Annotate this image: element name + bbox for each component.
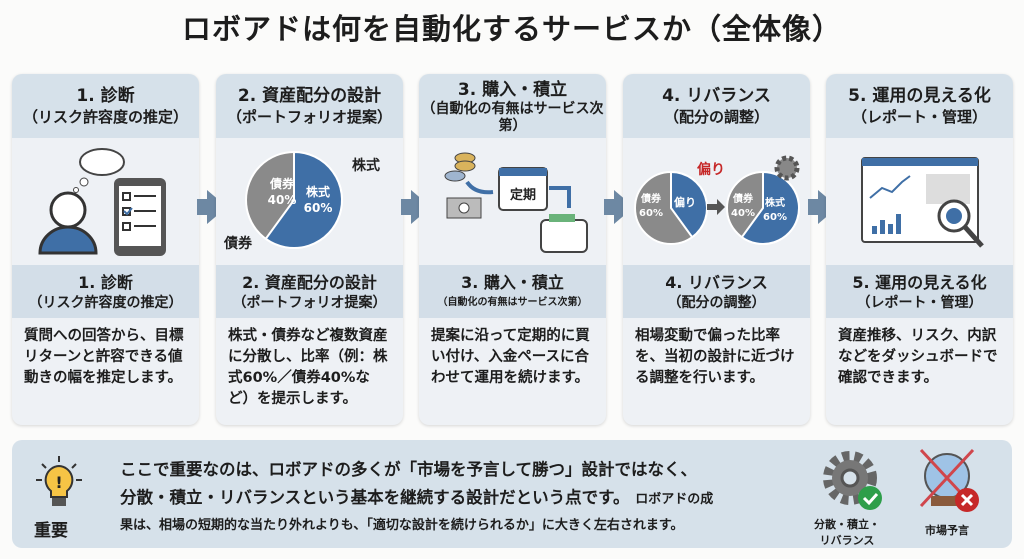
step-subtitle: （自動化の有無はサービス次第）	[421, 101, 604, 134]
step-card-5: 5. 運用の見える化（レポート・管理） 5. 運用の見える化（レポート・管理） …	[826, 74, 1013, 425]
step-description: 質問への回答から、目標リターンと許容できる値動きの幅を推定します。	[24, 328, 184, 386]
calendar-label: 定期	[509, 187, 536, 203]
bad-approach-label: 市場予言	[925, 524, 969, 537]
pie-slice-stock	[670, 170, 708, 239]
after-stock-label: 株式	[765, 196, 785, 209]
key-point-line-1: ここで重要なのは、ロボアドの多くが「市場を予言して勝つ」設計ではなく、	[120, 460, 698, 479]
key-point-panel: ! 重要 ここで重要なのは、ロボアドの多くが「市場を予言して勝つ」設計ではなく、…	[12, 440, 1012, 548]
step-subtitle-repeat: （ポートフォリオ提案）	[232, 295, 387, 311]
step-title: 2. 資産配分の設計	[237, 86, 382, 106]
step-header-repeat: 1. 診断 （リスク許容度の推定）	[12, 265, 199, 318]
step-card-1: 1. 診断 （リスク許容度の推定） 1. 診断 （リスク許容度の推定） 質問への回答…	[12, 74, 199, 425]
step-subtitle-repeat: （自動化の有無はサービス次第）	[437, 297, 588, 308]
key-point-line-2: 分散・積立・リバランスという基本を継続する設計だという点です。	[120, 488, 630, 507]
step-header: 2. 資産配分の設計 （ポートフォリオ提案）	[216, 74, 403, 138]
step-title: 4. リバランス	[662, 86, 771, 106]
step-subtitle: （ポートフォリオ提案）	[226, 108, 392, 126]
stock-callout: 株式	[352, 157, 380, 174]
important-badge: 重要	[34, 521, 68, 541]
step-title: 5. 運用の見える化	[848, 86, 991, 106]
after-bond-label: 債券	[732, 192, 754, 205]
step-header: 1. 診断 （リスク許容度の推定）	[12, 74, 199, 138]
step-header: 5. 運用の見える化 （レポート・管理）	[826, 74, 1013, 138]
svg-text:!: !	[55, 473, 62, 492]
step-header-repeat: 5. 運用の見える化 （レポート・管理）	[826, 265, 1013, 318]
key-point-line-3: 果は、相場の短期的な当たり外れよりも、「適切な設計を続けられるか」に大きく左右さ…	[120, 518, 684, 533]
step-title-repeat: 5. 運用の見える化	[852, 273, 987, 292]
step-card-3: 3. 購入・積立（自動化の有無はサービス次第） 定期 3. 購入・積立（自動化の…	[419, 74, 606, 425]
dashboard-icon	[861, 157, 984, 248]
person-tablet-icon	[38, 148, 166, 256]
after-bond-pct: 40%	[731, 208, 755, 219]
step-title: 1. 診断	[76, 86, 135, 106]
lightbulb-icon: !	[36, 456, 82, 506]
coins-calendar-wallet-icon: 定期	[444, 152, 588, 253]
page-title: ロボアドは何を自動化するサービスか（全体像）	[181, 12, 842, 46]
step-illustration	[826, 138, 1013, 265]
step-description: 資産推移、リスク、内訳などをダッシュボードで確認できます。	[838, 328, 998, 386]
step-title-repeat: 1. 診断	[78, 273, 133, 292]
step-description: 株式・債券など複数資産に分散し、比率（例：株式60%／債券40%など）を提示しま…	[228, 328, 388, 407]
before-bond-pct: 60%	[639, 208, 663, 219]
step-subtitle: （リスク許容度の推定）	[22, 108, 188, 126]
crystal-ball-crossed-icon	[919, 448, 979, 512]
step-subtitle-repeat: （配分の調整）	[667, 295, 766, 311]
step-title: 3. 購入・積立	[457, 80, 568, 100]
step-title-repeat: 4. リバランス	[665, 273, 768, 292]
step-title-repeat: 3. 購入・積立	[461, 273, 564, 292]
step-subtitle-repeat: （リスク許容度の推定）	[28, 295, 183, 311]
pie-stock-label: 株式	[306, 184, 330, 199]
pie-bond-label: 債券	[269, 176, 295, 191]
skew-label: 偏り	[697, 161, 725, 178]
pie-stock-pct: 60%	[304, 201, 333, 215]
step-description: 相場変動で偏った比率を、当初の設計に近づける調整を行います。	[635, 328, 795, 386]
step-title-repeat: 2. 資産配分の設計	[242, 273, 377, 292]
step-header-repeat: 2. 資産配分の設計 （ポートフォリオ提案）	[216, 265, 403, 318]
step-description: 提案に沿って定期的に買い付け、入金ペースに合わせて運用を続けます。	[431, 328, 590, 386]
after-stock-pct: 60%	[763, 212, 787, 223]
bond-callout: 債券	[223, 235, 253, 252]
key-point-line-2b: ロボアドの成	[635, 492, 714, 507]
step-subtitle: （配分の調整）	[663, 108, 769, 126]
step-header: 4. リバランス （配分の調整）	[623, 74, 810, 138]
step-subtitle-repeat: （レポート・管理）	[856, 295, 983, 311]
pie-slice-stock	[264, 150, 343, 249]
step-illustration: 定期	[419, 138, 606, 265]
gear-icon	[774, 155, 800, 181]
step-header-repeat: 3. 購入・積立 （自動化の有無はサービス次第）	[419, 265, 606, 318]
skew-pie-label: 偏り	[674, 195, 696, 209]
pie-bond-pct: 40%	[268, 193, 297, 207]
step-header: 3. 購入・積立（自動化の有無はサービス次第）	[419, 74, 606, 138]
step-header-repeat: 4. リバランス （配分の調整）	[623, 265, 810, 318]
gear-check-icon	[823, 451, 882, 510]
step-subtitle: （レポート・管理）	[851, 108, 987, 126]
before-bond-label: 債券	[640, 192, 662, 205]
step-illustration	[12, 138, 199, 265]
good-approach-label: 分散・積立・リバランス	[814, 518, 880, 547]
